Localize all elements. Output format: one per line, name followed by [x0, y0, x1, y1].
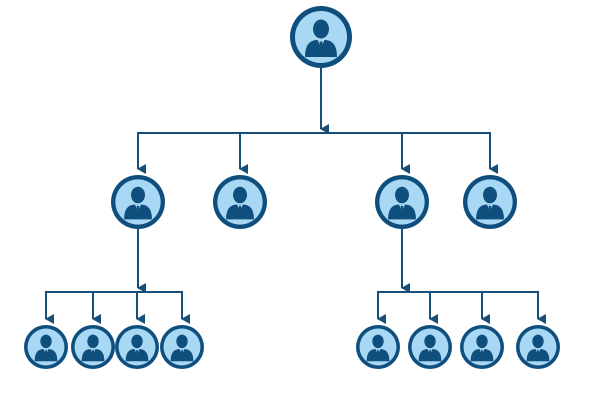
- person-node-l2-c3: [460, 325, 504, 369]
- person-node-l2-a2: [71, 325, 115, 369]
- connectors: [45, 68, 546, 324]
- person-node-l1-a: [111, 175, 165, 229]
- person-node-l2-c4: [516, 325, 560, 369]
- person-avatar-icon: [34, 334, 58, 362]
- person-avatar-icon: [418, 334, 442, 362]
- nodes: [24, 6, 560, 369]
- person-avatar-icon: [81, 334, 105, 362]
- person-node-l2-c1: [356, 325, 400, 369]
- person-node-l1-b: [213, 175, 267, 229]
- person-avatar-icon: [170, 334, 194, 362]
- person-node-l1-c: [375, 175, 429, 229]
- person-node-l2-a4: [160, 325, 204, 369]
- person-node-l2-c2: [408, 325, 452, 369]
- person-avatar-icon: [476, 186, 504, 220]
- person-avatar-icon: [125, 334, 149, 362]
- person-node-l2-a1: [24, 325, 68, 369]
- person-node-l1-d: [463, 175, 517, 229]
- person-avatar-icon: [226, 186, 254, 220]
- person-node-l2-a3: [115, 325, 159, 369]
- person-avatar-icon: [526, 334, 550, 362]
- person-avatar-icon: [470, 334, 494, 362]
- person-node-top: [290, 6, 352, 68]
- person-avatar-icon: [305, 19, 337, 57]
- person-avatar-icon: [366, 334, 390, 362]
- person-avatar-icon: [388, 186, 416, 220]
- person-avatar-icon: [124, 186, 152, 220]
